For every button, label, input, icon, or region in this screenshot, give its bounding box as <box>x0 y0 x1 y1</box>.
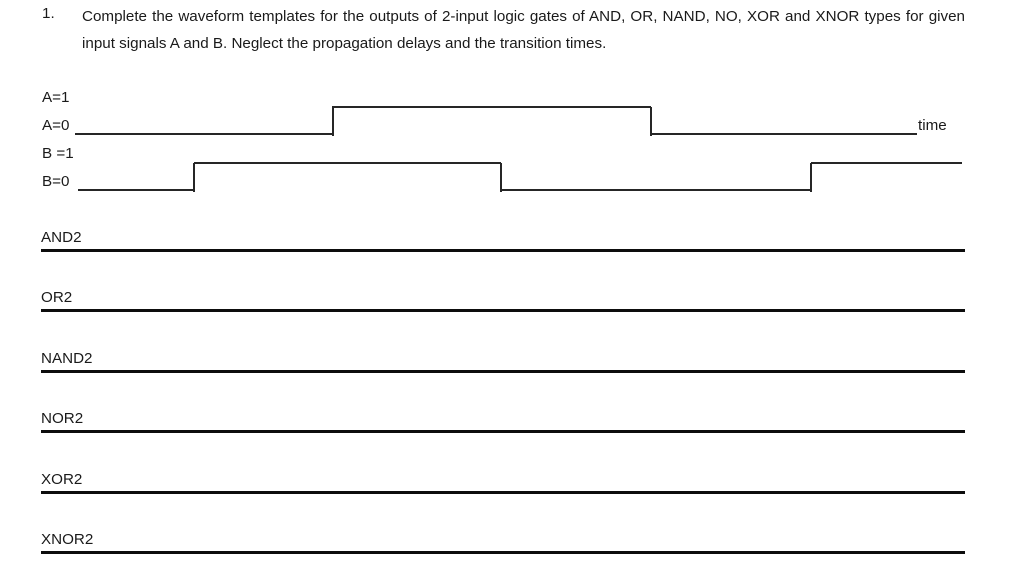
gate-label-nor2: NOR2 <box>41 410 84 427</box>
gate-row-nor2: NOR2 <box>41 401 965 433</box>
gate-waveform-rule-xnor2 <box>41 551 965 554</box>
signal-a-rising-edge-1 <box>332 107 334 136</box>
gate-waveform-rule-xor2 <box>41 491 965 494</box>
signal-a-high-segment-1 <box>332 106 651 108</box>
gate-waveform-rule-nor2 <box>41 430 965 433</box>
gate-row-nand2: NAND2 <box>41 341 965 373</box>
gate-label-and2: AND2 <box>41 229 82 246</box>
signal-b-low-segment-1 <box>78 189 194 191</box>
gate-waveform-rule-or2 <box>41 309 965 312</box>
gate-row-xor2: XOR2 <box>41 462 965 494</box>
gate-waveform-rule-and2 <box>41 249 965 252</box>
question-text: Complete the waveform templates for the … <box>82 8 965 52</box>
signal-b-falling-edge-1 <box>500 163 502 192</box>
gate-row-or2: OR2 <box>41 280 965 312</box>
time-axis-label: time <box>918 117 947 134</box>
gate-row-and2: AND2 <box>41 220 965 252</box>
signal-b-low-segment-2 <box>501 189 811 191</box>
gate-label-or2: OR2 <box>41 289 73 306</box>
gate-waveform-rule-nand2 <box>41 370 965 373</box>
gate-label-nand2: NAND2 <box>41 350 93 367</box>
gate-label-xnor2: XNOR2 <box>41 531 94 548</box>
signal-a-low-label: A=0 <box>42 117 70 134</box>
gate-label-xor2: XOR2 <box>41 471 83 488</box>
signal-a-falling-edge-1 <box>650 107 652 136</box>
question-item-1: 1. Complete the waveform templates for t… <box>0 0 1032 57</box>
gate-row-xnor2: XNOR2 <box>41 522 965 554</box>
signal-a-low-segment-1 <box>75 133 332 135</box>
signal-b-rising-edge-2 <box>810 163 812 192</box>
signal-b-high-segment-2 <box>811 162 962 164</box>
question-number: 1. <box>42 5 55 22</box>
signal-b-high-segment-1 <box>194 162 501 164</box>
signal-b-low-label: B=0 <box>42 173 70 190</box>
signal-a-high-label: A=1 <box>42 89 70 106</box>
signal-b-rising-edge-1 <box>193 163 195 192</box>
signal-b-high-label: B =1 <box>42 145 74 162</box>
signal-a-low-segment-2 <box>651 133 917 135</box>
question-block: 1. Complete the waveform templates for t… <box>0 0 1032 57</box>
